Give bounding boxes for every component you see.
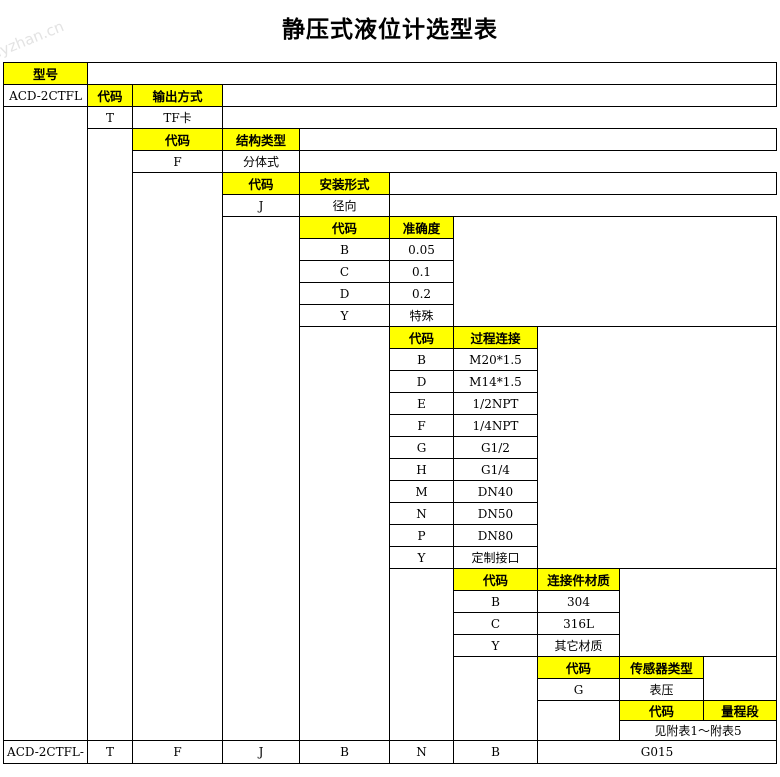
example-installation: J [222, 740, 300, 764]
installation-code-header: 代码 [222, 172, 300, 195]
structure-code-header: 代码 [132, 128, 223, 151]
accuracy-name: 0.2 [389, 282, 454, 305]
structure-name-header: 结构类型 [222, 128, 300, 151]
material-code: C [453, 612, 538, 635]
process-name: 定制接口 [453, 546, 538, 569]
example-material: B [453, 740, 538, 764]
process-code: D [389, 370, 454, 393]
accuracy-code: Y [299, 304, 390, 327]
material-name: 316L [537, 612, 620, 635]
model-column-blank [3, 106, 88, 741]
installation-column-blank [222, 216, 300, 741]
installation-header-blank [389, 172, 777, 195]
sensor-name-header: 传感器类型 [619, 656, 704, 679]
output-column-blank [87, 128, 133, 741]
sensor-column-blank [537, 700, 620, 741]
accuracy-name: 0.05 [389, 238, 454, 261]
process-name-header: 过程连接 [453, 326, 538, 349]
output-name: TF卡 [132, 106, 223, 129]
accuracy-name-header: 准确度 [389, 216, 454, 239]
material-header-blank [619, 568, 777, 657]
process-column-blank [389, 568, 454, 741]
process-name: DN50 [453, 502, 538, 525]
process-code: Y [389, 546, 454, 569]
example-accuracy: B [299, 740, 390, 764]
process-name: M20*1.5 [453, 348, 538, 371]
process-code: M [389, 480, 454, 503]
model-header-blank [87, 62, 777, 85]
process-name: M14*1.5 [453, 370, 538, 393]
output-code: T [87, 106, 133, 129]
material-name: 其它材质 [537, 634, 620, 657]
accuracy-header-blank [453, 216, 777, 327]
material-code: B [453, 590, 538, 613]
installation-code: J [222, 194, 300, 217]
accuracy-code-header: 代码 [299, 216, 390, 239]
range-note: 见附表1～附表5 [619, 720, 777, 741]
example-output: T [87, 740, 133, 764]
output-code-header: 代码 [87, 84, 133, 107]
installation-name-header: 安装形式 [299, 172, 390, 195]
process-name: G1/2 [453, 436, 538, 459]
sensor-header-blank [703, 656, 777, 701]
material-code-header: 代码 [453, 568, 538, 591]
accuracy-code: D [299, 282, 390, 305]
model-header: 型号 [3, 62, 88, 85]
installation-name: 径向 [299, 194, 390, 217]
model-value: ACD-2CTFL [3, 84, 88, 107]
process-code: E [389, 392, 454, 415]
example-structure: F [132, 740, 223, 764]
material-name-header: 连接件材质 [537, 568, 620, 591]
process-name: 1/4NPT [453, 414, 538, 437]
process-code: P [389, 524, 454, 547]
accuracy-code: C [299, 260, 390, 283]
sensor-code: G [537, 678, 620, 701]
process-code: N [389, 502, 454, 525]
process-code-header: 代码 [389, 326, 454, 349]
example-model: ACD-2CTFL- [3, 740, 88, 764]
process-name: 1/2NPT [453, 392, 538, 415]
page-title: 静压式液位计选型表 [282, 17, 498, 43]
process-name: G1/4 [453, 458, 538, 481]
material-name: 304 [537, 590, 620, 613]
structure-column-blank [132, 172, 223, 741]
material-column-blank [453, 656, 538, 741]
output-header-blank [222, 84, 777, 107]
material-code: Y [453, 634, 538, 657]
sensor-code-header: 代码 [537, 656, 620, 679]
accuracy-code: B [299, 238, 390, 261]
accuracy-name: 特殊 [389, 304, 454, 327]
sensor-name: 表压 [619, 678, 704, 701]
process-code: F [389, 414, 454, 437]
example-process: N [389, 740, 454, 764]
process-name: DN40 [453, 480, 538, 503]
structure-code: F [132, 150, 223, 173]
accuracy-column-blank [299, 326, 390, 741]
structure-name: 分体式 [222, 150, 300, 173]
accuracy-name: 0.1 [389, 260, 454, 283]
process-header-blank [537, 326, 777, 569]
range-name-header: 量程段 [703, 700, 777, 721]
process-code: G [389, 436, 454, 459]
process-code: H [389, 458, 454, 481]
range-code-header: 代码 [619, 700, 704, 721]
process-code: B [389, 348, 454, 371]
output-name-header: 输出方式 [132, 84, 223, 107]
structure-header-blank [299, 128, 777, 151]
process-name: DN80 [453, 524, 538, 547]
example-sensor-range: G015 [537, 740, 777, 764]
